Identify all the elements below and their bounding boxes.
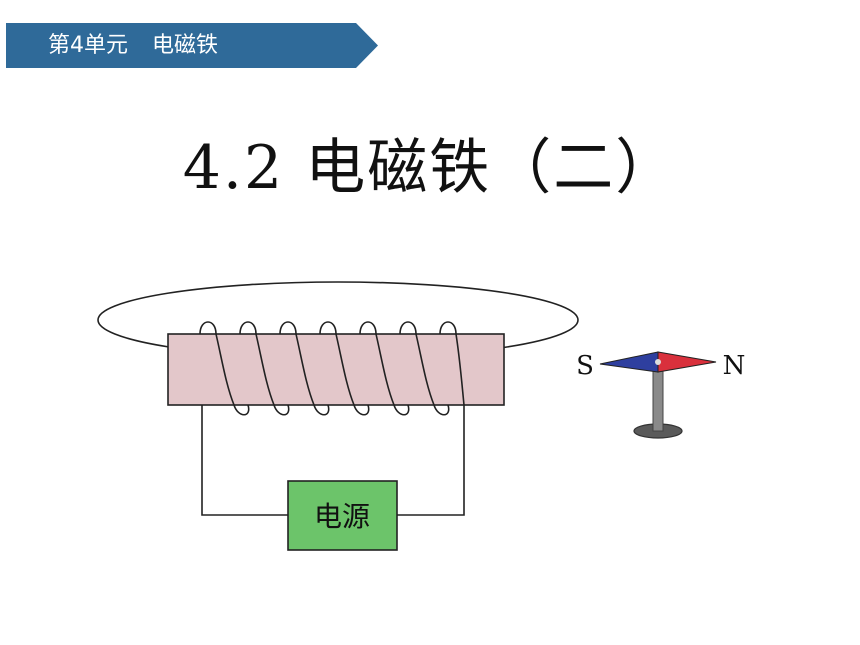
page-title: 4.2 电磁铁（二） — [182, 133, 678, 203]
needle-south-half — [599, 351, 659, 373]
compass-stand — [652, 369, 664, 432]
compass-north-label: N — [723, 351, 746, 381]
power-source-label: 电源 — [314, 500, 370, 533]
needle-pivot — [655, 359, 661, 365]
topic-label: 电磁铁 — [152, 33, 219, 58]
banner-arrow-shape — [6, 23, 378, 68]
unit-banner: 第4单元电磁铁 — [0, 23, 380, 68]
coil-back — [199, 321, 457, 335]
needle-north-half — [657, 351, 717, 373]
compass: S N — [576, 351, 746, 439]
coil-front — [215, 333, 465, 416]
power-source-box — [287, 480, 398, 551]
unit-label: 第4单元 — [48, 33, 128, 58]
compass-south-label: S — [576, 351, 594, 381]
banner-text: 第4单元电磁铁 — [48, 23, 218, 68]
circuit-wires — [201, 405, 465, 516]
